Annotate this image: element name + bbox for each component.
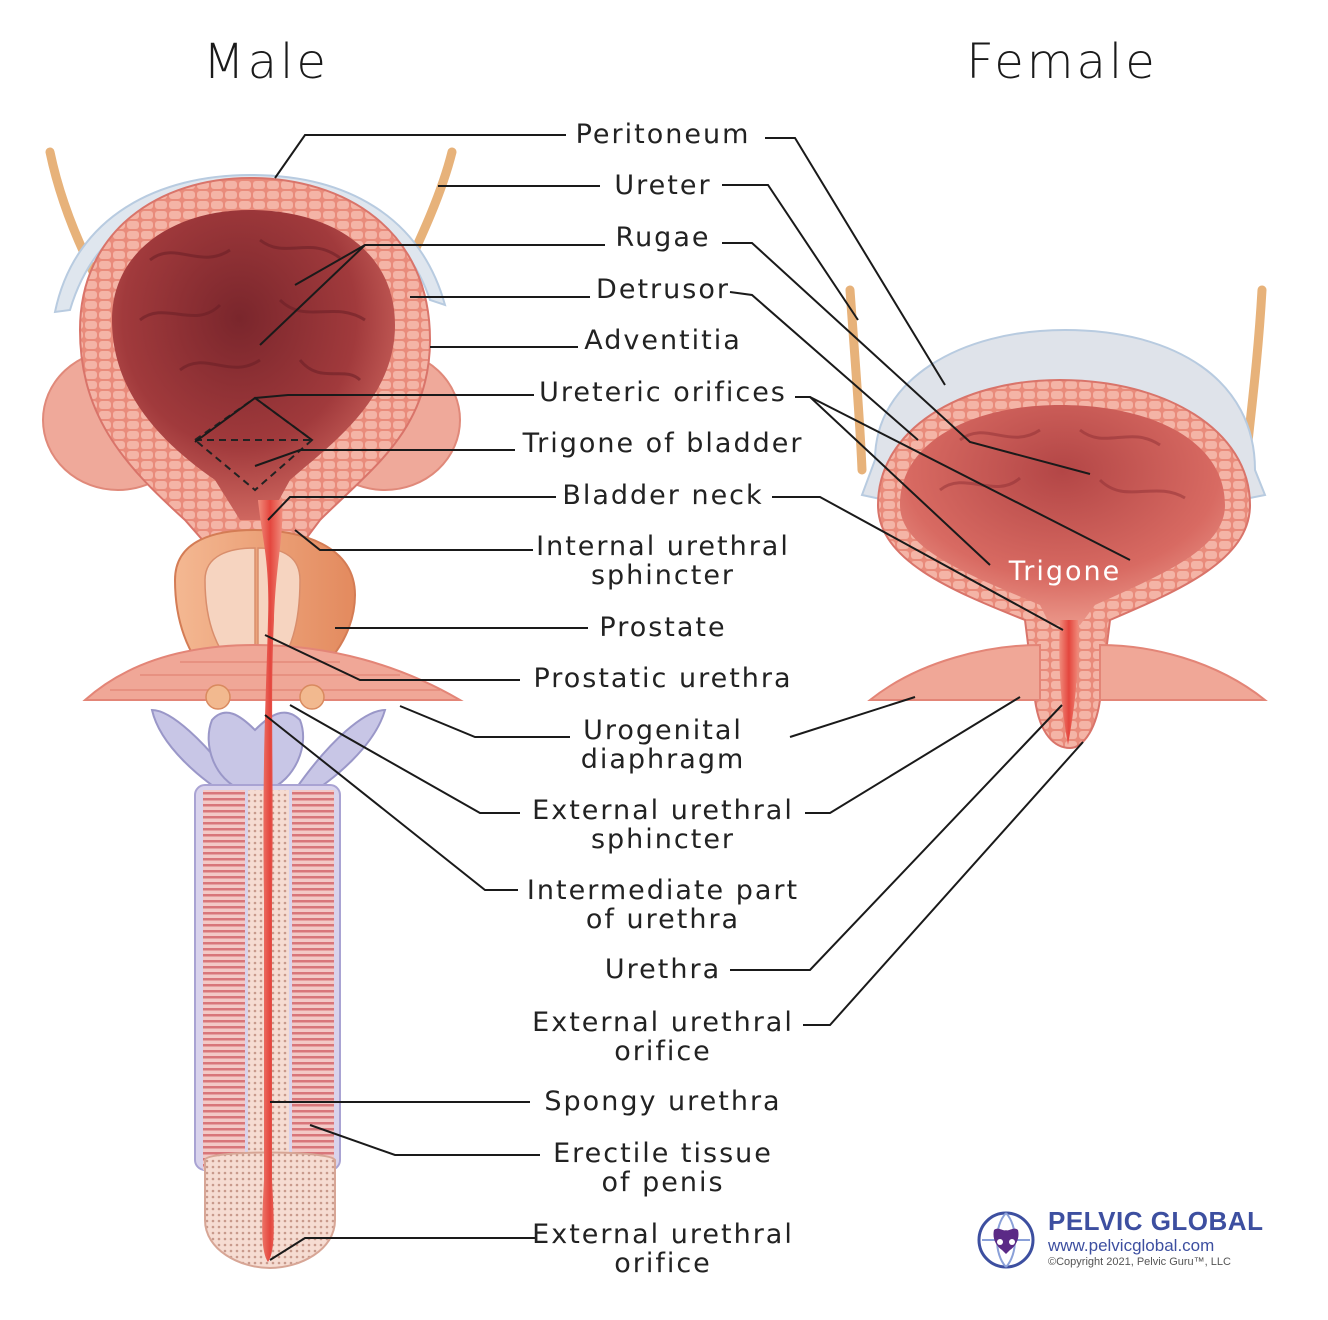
label-spongy-urethra: Spongy urethra: [544, 1087, 781, 1116]
label-trigone-of-bladder: Trigone of bladder: [523, 429, 804, 458]
label-urethra: Urethra: [605, 955, 721, 984]
logo-url: www.pelvicglobal.com: [1048, 1236, 1214, 1256]
label-trigone-female: Trigone: [1009, 556, 1122, 587]
label-line-2: of penis: [553, 1168, 773, 1197]
label-detrusor: Detrusor: [596, 275, 730, 304]
label-prostate: Prostate: [599, 613, 726, 642]
label-line-2: of urethra: [527, 905, 799, 934]
logo-copyright: ©Copyright 2021, Pelvic Guru™, LLC: [1048, 1256, 1231, 1268]
label-external-urethral-sphincter: External urethral sphincter: [532, 796, 794, 854]
label-external-urethral-orifice-female: External urethral orifice: [532, 1008, 794, 1066]
label-line-1: Internal urethral: [536, 532, 790, 561]
male-bulbourethral-gland-left: [206, 685, 230, 709]
pelvic-global-logo: PELVIC GLOBAL www.pelvicglobal.com ©Copy…: [976, 1206, 1276, 1276]
label-external-urethral-orifice-male: External urethral orifice: [532, 1220, 794, 1278]
label-rugae: Rugae: [616, 223, 711, 252]
label-intermediate-part-of-urethra: Intermediate part of urethra: [527, 876, 799, 934]
label-line-2: diaphragm: [581, 745, 746, 774]
label-line-2: sphincter: [536, 561, 790, 590]
label-bladder-neck: Bladder neck: [562, 481, 763, 510]
label-internal-urethral-sphincter: Internal urethral sphincter: [536, 532, 790, 590]
label-peritoneum: Peritoneum: [576, 120, 751, 149]
label-line-2: orifice: [532, 1249, 794, 1278]
male-heading: Male: [203, 34, 329, 90]
label-prostatic-urethra: Prostatic urethra: [533, 664, 792, 693]
male-bulbourethral-gland-right: [300, 685, 324, 709]
label-urogenital-diaphragm: Urogenital diaphragm: [581, 716, 746, 774]
globe-pelvis-icon: [976, 1208, 1040, 1272]
label-ureteric-orifices: Ureteric orifices: [539, 378, 787, 407]
label-line-1: Erectile tissue: [553, 1139, 773, 1168]
label-line-1: External urethral: [532, 796, 794, 825]
logo-name: PELVIC GLOBAL: [1048, 1206, 1263, 1237]
female-urogenital-diaphragm: [870, 645, 1040, 700]
male-corpus-cavernosum-left: [203, 790, 245, 1170]
label-line-1: Intermediate part: [527, 876, 799, 905]
label-line-2: orifice: [532, 1037, 794, 1066]
male-corpus-cavernosum-right: [292, 790, 334, 1170]
label-line-2: sphincter: [532, 825, 794, 854]
label-ureter: Ureter: [614, 171, 711, 200]
label-line-1: External urethral: [532, 1220, 794, 1249]
label-line-1: External urethral: [532, 1008, 794, 1037]
male-anatomy: [43, 152, 460, 1268]
label-line-1: Urogenital: [581, 716, 746, 745]
label-adventitia: Adventitia: [584, 326, 742, 355]
label-erectile-tissue-of-penis: Erectile tissue of penis: [553, 1139, 773, 1197]
female-anatomy: [850, 290, 1265, 748]
female-heading: Female: [966, 34, 1158, 90]
female-bladder-interior: [900, 405, 1225, 625]
